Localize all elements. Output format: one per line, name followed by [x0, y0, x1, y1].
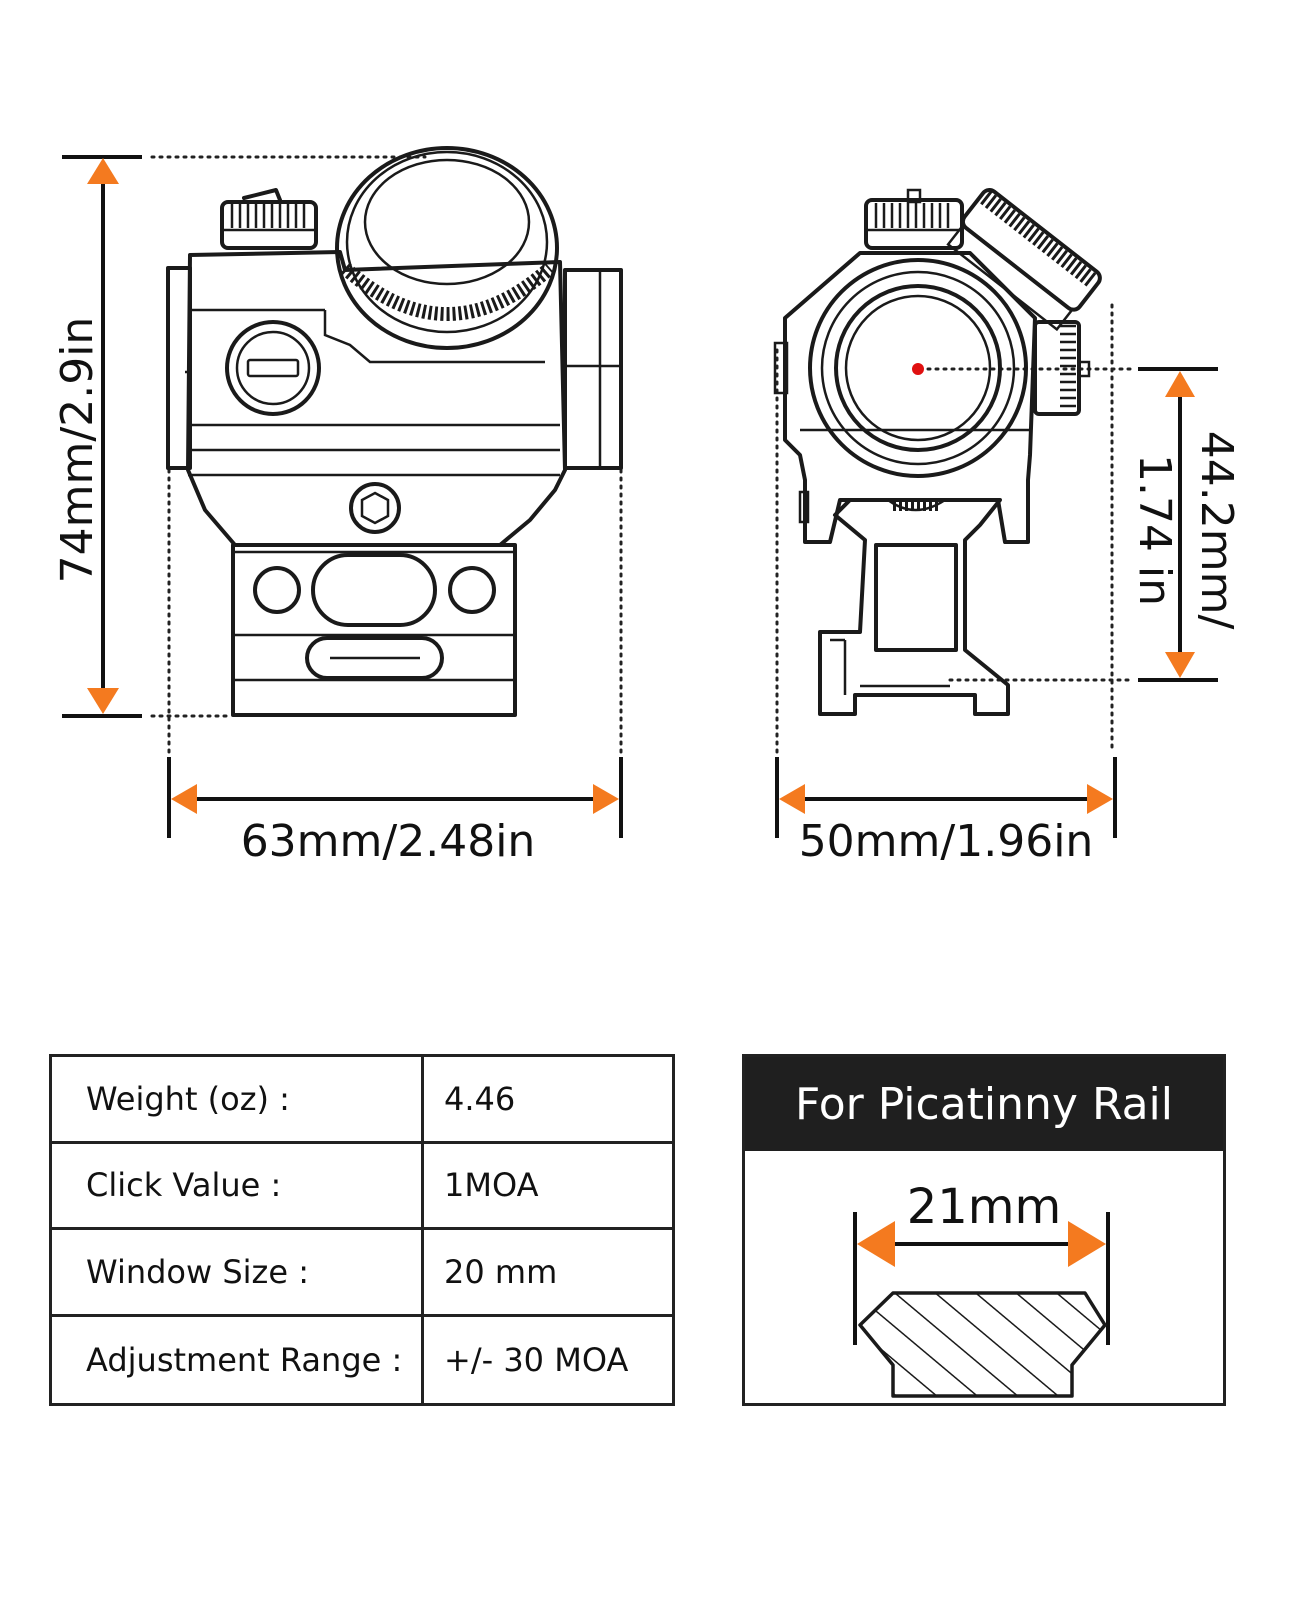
table-row: Window Size : 20 mm [52, 1230, 672, 1317]
spec-label-window-size: Window Size : [52, 1230, 424, 1314]
rail-title: For Picatinny Rail [745, 1057, 1223, 1151]
arrow-left-head [779, 784, 805, 814]
rail-width-label: 21mm [906, 1179, 1062, 1235]
table-row: Click Value : 1MOA [52, 1143, 672, 1230]
riser-mount-icon [818, 498, 1010, 716]
lens-icon [808, 258, 1028, 478]
spec-value-adjustment-range: +/- 30 MOA [444, 1340, 629, 1379]
height-label-side-line1: 44.2mm/ [1191, 431, 1242, 630]
height-dimension-front: 74mm/2.9in [52, 155, 427, 718]
spec-table: Weight (oz) : 4.46 Click Value : 1MOA Wi… [49, 1054, 675, 1406]
table-row: Weight (oz) : 4.46 [52, 1057, 672, 1144]
arrow-down-head [87, 688, 119, 714]
height-label-side-line2: 1.74 in [1129, 454, 1180, 606]
rail-cross-section [853, 1212, 1110, 1398]
spec-label-click-value: Click Value : [52, 1143, 424, 1227]
elevation-turret-icon [220, 188, 318, 250]
spec-label-weight: Weight (oz) : [52, 1057, 424, 1141]
table-row: Adjustment Range : +/- 30 MOA [52, 1316, 672, 1403]
spec-value-weight: 4.46 [444, 1079, 516, 1118]
sight-front-view [166, 146, 623, 717]
spec-value-click-value: 1MOA [444, 1166, 539, 1205]
rail-info-box: For Picatinny Rail 21mm [742, 1054, 1226, 1406]
arrow-left-head [857, 1221, 895, 1267]
arrow-up-head [1165, 371, 1195, 397]
hex-screw-icon [349, 482, 401, 534]
width-label-side: 50mm/1.96in [799, 816, 1094, 867]
arrow-down-head [1165, 652, 1195, 678]
spec-value-window-size: 20 mm [444, 1252, 558, 1291]
width-dimension-side: 50mm/1.96in [775, 303, 1117, 867]
windage-turret-icon [335, 146, 559, 350]
spec-label-adjustment-range: Adjustment Range : [52, 1316, 424, 1403]
top-turret-icon [864, 188, 964, 250]
red-dot-reticle [912, 363, 924, 375]
tilted-turret-icon [946, 187, 1102, 332]
sight-side-view [773, 187, 1102, 716]
battery-cap-icon [225, 320, 321, 416]
arrow-right-head [1087, 784, 1113, 814]
height-dimension-side: 44.2mm/ 1.74 in [918, 367, 1242, 682]
width-label-front: 63mm/2.48in [241, 816, 536, 867]
arrow-right-head [1068, 1221, 1106, 1267]
arrow-up-head [87, 158, 119, 184]
width-dimension-front: 63mm/2.48in [167, 468, 623, 867]
arrow-right-head [593, 784, 619, 814]
arrow-left-head [171, 784, 197, 814]
side-knob-icon [1033, 320, 1091, 416]
height-label-front: 74mm/2.9in [52, 317, 103, 584]
